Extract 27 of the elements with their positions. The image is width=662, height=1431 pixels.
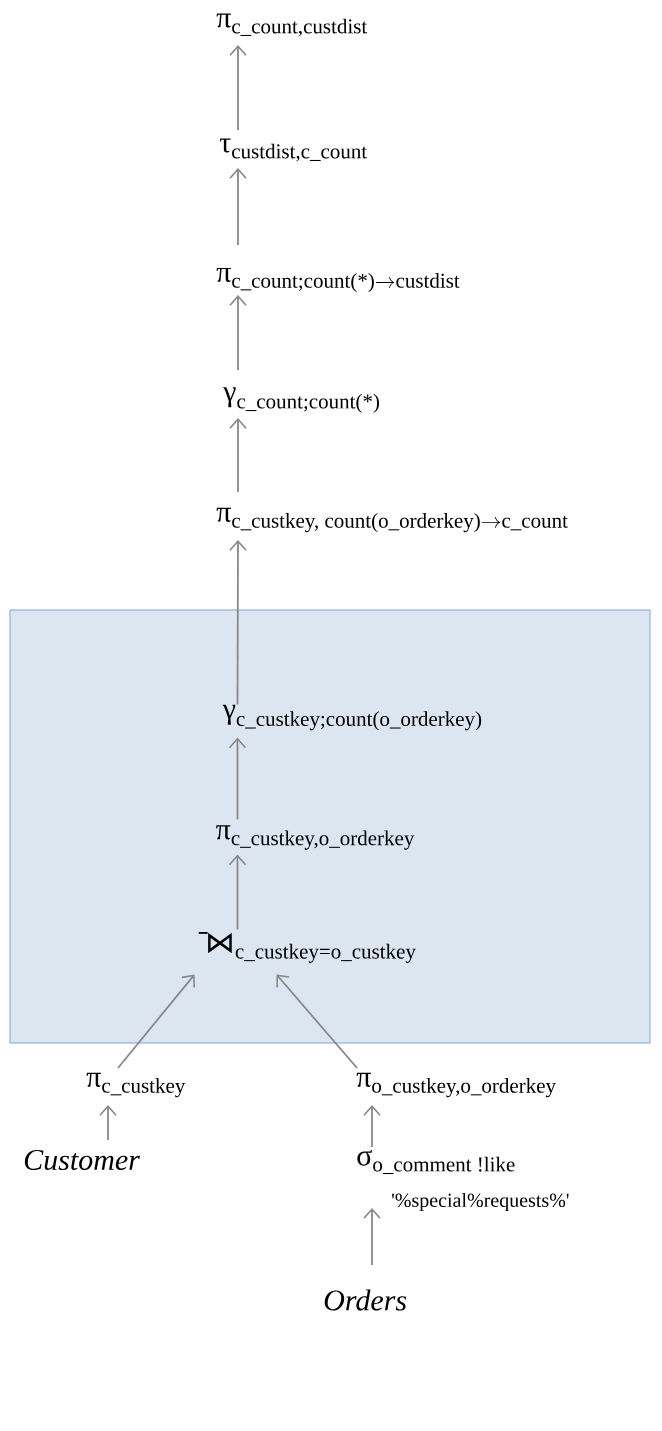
arrow (363, 1105, 381, 1148)
arrow (229, 45, 247, 131)
relation-name: Customer (24, 1149, 140, 1171)
operator-label: $\text{τ}_{\text{custdist,c\_count}}$ (219, 138, 368, 162)
operator-label: $\text{π}_{\text{c\_count,custdist}}$ (216, 13, 368, 37)
operator-label: $\text{π}_{\text{c\_count;count(*)}\rightarrow\text{custdist}}$ (216, 267, 460, 293)
operator-label: $\mathbin{\rule[0.62em]{0.3em}{0.06em}\mkern-2mu\text{\fontspec{DejaVu Sans}⋈}}_{\text{c\_custkey=o\_custkey}}$ (198, 932, 416, 963)
arrow (276, 974, 358, 1069)
subquery-box (9, 609, 651, 1044)
operator-label: $\text{π}_{\text{o\_custkey,o\_orderkey}}$ (356, 1072, 556, 1098)
arrow (229, 418, 247, 493)
operator-condition: '%special%requests%' (392, 1192, 569, 1212)
relation-name: Orders (324, 1289, 407, 1311)
arrow (228, 854, 247, 931)
operator-label: $\text{π}_{\text{c\_custkey}}$ (86, 1072, 186, 1098)
arrow (229, 168, 247, 246)
operator-label: $\text{π}_{\text{c\_custkey, count(o\_orderkey)}\rightarrow\text{c\_count}}$ (216, 507, 568, 533)
arrow (99, 1105, 117, 1141)
arrow (117, 974, 196, 1069)
operator-label: $\text{σ}_{\text{o\_comment !like}}$ (357, 1150, 515, 1175)
operator-label: $\text{γ}_{\text{c\_custkey;count(o\_orderkey)}}$ (222, 704, 482, 731)
operator-label: $\text{π}_{\text{c\_custkey,o\_orderkey}}$ (216, 825, 415, 850)
arrow (229, 295, 247, 371)
arrow (229, 540, 247, 706)
arrow (228, 737, 247, 821)
arrow (363, 1208, 381, 1266)
operator-label: $\text{γ}_{\text{c\_count;count(*)}}$ (223, 387, 379, 413)
